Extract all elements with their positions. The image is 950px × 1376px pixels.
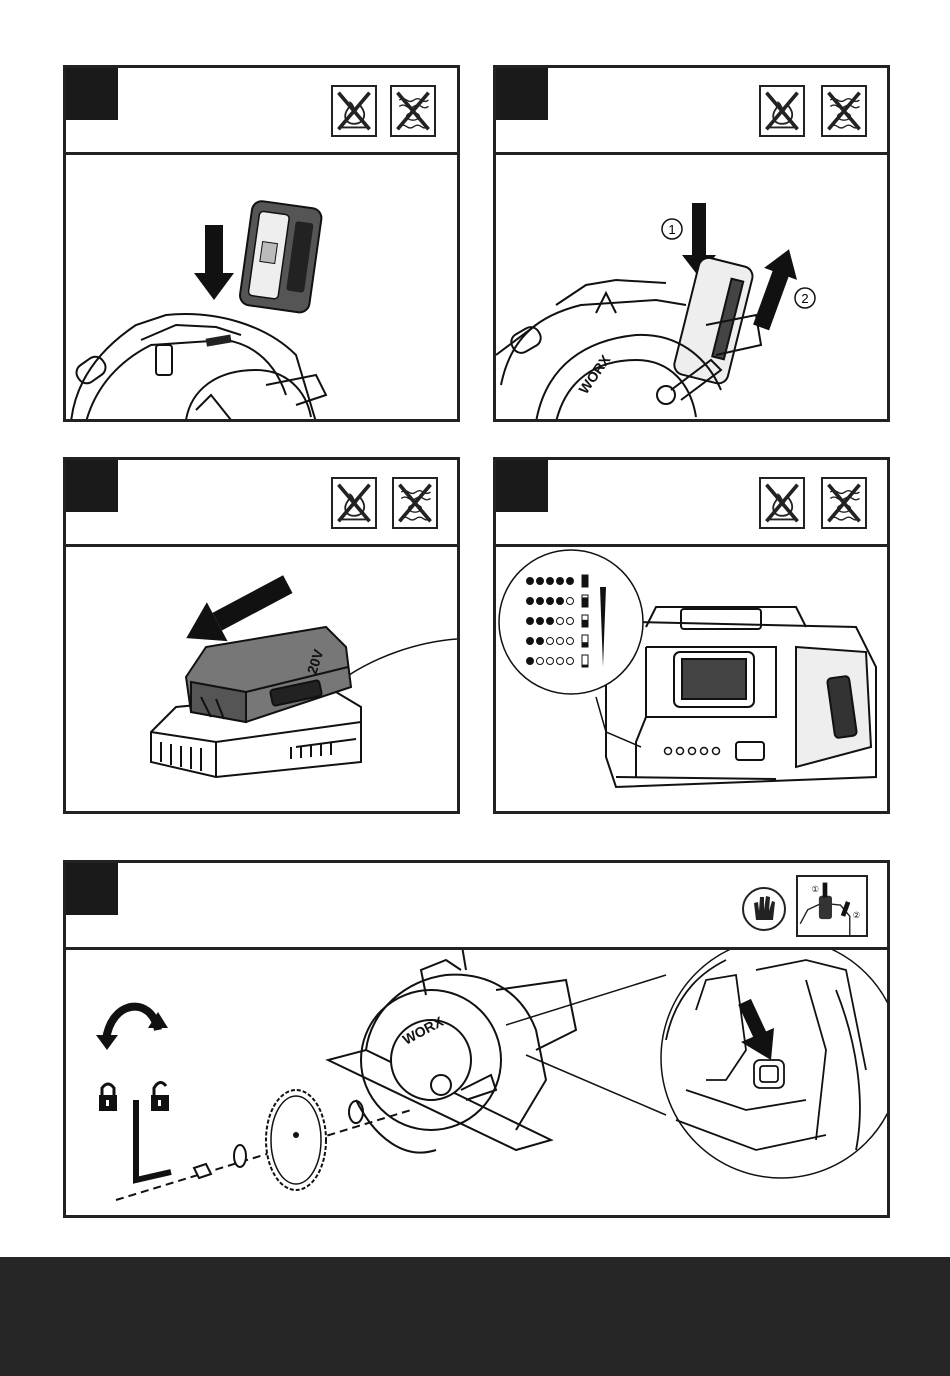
panel-4 — [493, 457, 890, 814]
pull-arrow-icon — [745, 243, 806, 333]
no-fire-icon — [331, 85, 377, 137]
no-water-icon — [392, 477, 438, 529]
battery-led — [701, 748, 708, 755]
step-label-1: 1 — [668, 222, 675, 237]
mini-label-2: ② — [853, 910, 861, 920]
charge-dot — [527, 618, 534, 625]
charge-dot — [527, 598, 534, 605]
battery-pack — [239, 200, 323, 314]
unlock-icon — [151, 1082, 169, 1111]
charge-dot — [557, 638, 564, 645]
step-number-box — [66, 863, 118, 915]
charge-dot — [567, 658, 574, 665]
no-fire-icon — [331, 477, 377, 529]
charge-dot — [547, 598, 554, 605]
step-number-box — [66, 460, 118, 512]
charge-dot — [527, 658, 534, 665]
brand-mark: WORX — [575, 351, 613, 396]
battery-led — [713, 748, 720, 755]
charge-dot — [547, 618, 554, 625]
battery-gauge-fill — [582, 575, 588, 587]
charge-dot — [537, 658, 544, 665]
panel-2-illustration: 1 2 — [496, 155, 887, 419]
battery-gauge-fill — [582, 597, 588, 607]
battery-led — [665, 748, 672, 755]
gloves-icon — [742, 885, 786, 933]
charge-dot — [567, 598, 574, 605]
charge-dot — [547, 638, 554, 645]
battery-led — [677, 748, 684, 755]
no-fire-icon — [759, 85, 805, 137]
no-fire-icon — [759, 477, 805, 529]
charge-dot — [557, 658, 564, 665]
panel-5-illustration: WORX — [66, 950, 887, 1215]
charge-dot — [557, 578, 564, 585]
step-number-box — [66, 68, 118, 120]
charge-dot — [537, 618, 544, 625]
charge-dot — [557, 598, 564, 605]
charge-dot — [547, 658, 554, 665]
charge-dot — [567, 578, 574, 585]
panel-1-illustration — [66, 155, 457, 419]
no-water-icon — [390, 85, 436, 137]
panel-4-illustration — [496, 547, 887, 811]
charge-dot — [567, 638, 574, 645]
panel-3: 20V — [63, 457, 460, 814]
step-number-box — [496, 460, 548, 512]
no-water-icon — [821, 85, 867, 137]
mini-label-1: ① — [811, 884, 819, 894]
panel-2-header — [496, 68, 887, 155]
charge-dot — [557, 618, 564, 625]
battery-gauge-fill — [582, 665, 588, 667]
panel-3-header — [66, 460, 457, 547]
panel-2: 1 2 — [493, 65, 890, 422]
charge-dot — [547, 578, 554, 585]
battery-led — [689, 748, 696, 755]
charge-dot — [527, 578, 534, 585]
panel-4-header — [496, 460, 887, 547]
panel-1-header — [66, 68, 457, 155]
insert-arrow-icon — [194, 225, 234, 300]
step-label-2: 2 — [801, 291, 808, 306]
charge-dot — [537, 638, 544, 645]
step-number-box — [496, 68, 548, 120]
charge-dot — [527, 638, 534, 645]
charge-dot — [537, 578, 544, 585]
charge-dot — [567, 618, 574, 625]
lock-icon — [99, 1084, 117, 1111]
footer-bar — [0, 1257, 950, 1376]
no-water-icon — [821, 477, 867, 529]
battery-gauge-fill — [582, 642, 588, 647]
charge-dot — [537, 598, 544, 605]
battery-gauge-fill — [582, 620, 588, 627]
panel-1 — [63, 65, 460, 422]
panel-3-illustration: 20V — [66, 547, 457, 811]
